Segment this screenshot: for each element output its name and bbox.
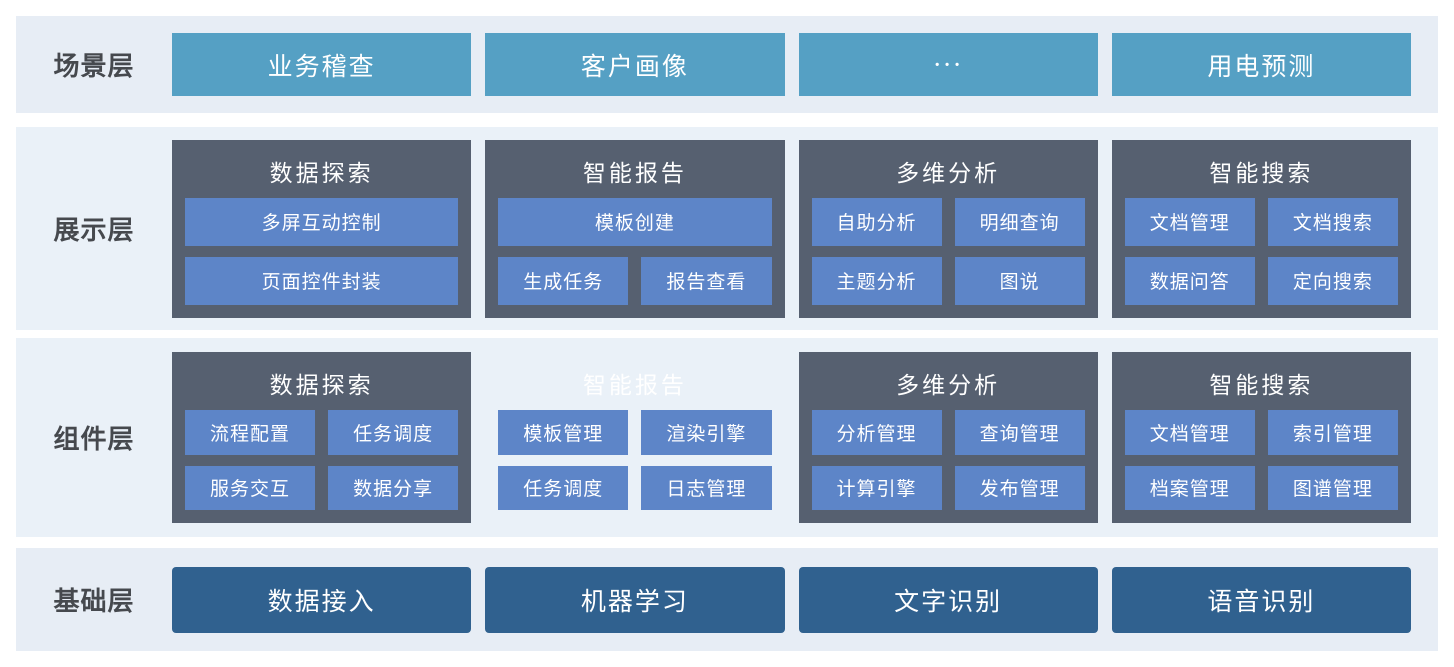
- item-generation-task: 生成任务: [498, 256, 629, 305]
- item-archive-management: 档案管理: [1124, 465, 1255, 510]
- item-detail-query: 明细查询: [954, 197, 1085, 246]
- item-doc-management: 文档管理: [1124, 410, 1255, 455]
- card-title: 多维分析: [896, 160, 1001, 187]
- component-card-smart-search: 智能搜索 文档管理 索引管理 档案管理 图谱管理: [1111, 352, 1411, 523]
- card-items: 模板创建 生成任务 报告查看: [498, 197, 772, 305]
- item-page-widget-packaging: 页面控件封装: [185, 256, 459, 305]
- scenario-layer-band: 场景层 业务稽查 客户画像 ··· 用电预测: [16, 16, 1438, 113]
- card-items: 多屏互动控制 页面控件封装: [185, 197, 459, 305]
- item-query-management: 查询管理: [954, 410, 1085, 455]
- card-title: 数据探索: [269, 373, 374, 399]
- card-title: 智能搜索: [1209, 160, 1314, 187]
- item-self-analysis: 自助分析: [811, 197, 942, 246]
- card-items: 流程配置 任务调度 服务交互 数据分享: [185, 410, 459, 510]
- item-data-sharing: 数据分享: [328, 465, 459, 510]
- scenario-box-ellipsis: ···: [798, 33, 1098, 96]
- item-targeted-search: 定向搜索: [1267, 256, 1398, 305]
- component-layer-label: 组件层: [53, 424, 135, 454]
- item-publish-management: 发布管理: [954, 465, 1085, 510]
- foundation-layer-band: 基础层 数据接入 机器学习 文字识别 语音识别: [16, 548, 1438, 651]
- foundation-box-speech-recognition: 语音识别: [1111, 566, 1411, 633]
- card-title: 数据探索: [269, 160, 374, 187]
- card-items: 自助分析 明细查询 主题分析 图说: [811, 197, 1085, 305]
- scenario-layer-label: 场景层: [53, 51, 135, 81]
- item-compute-engine: 计算引擎: [811, 465, 942, 510]
- item-topic-analysis: 主题分析: [811, 256, 942, 305]
- item-multiscreen-control: 多屏互动控制: [185, 197, 459, 246]
- item-log-management: 日志管理: [641, 465, 772, 510]
- card-title: 智能搜索: [1209, 373, 1314, 399]
- item-index-management: 索引管理: [1267, 410, 1398, 455]
- item-task-scheduling: 任务调度: [498, 465, 629, 510]
- item-task-scheduling: 任务调度: [328, 410, 459, 455]
- foundation-layer-label: 基础层: [53, 586, 135, 616]
- component-layer-band: 组件层 数据探索 流程配置 任务调度 服务交互 数据分享 智能报告 模板管理 渲…: [16, 338, 1438, 537]
- card-items: 分析管理 查询管理 计算引擎 发布管理: [811, 410, 1085, 510]
- component-card-multidim-analysis: 多维分析 分析管理 查询管理 计算引擎 发布管理: [798, 352, 1098, 523]
- scenario-box-business-audit: 业务稽查: [172, 33, 472, 96]
- item-chart-story: 图说: [954, 256, 1085, 305]
- item-template-management: 模板管理: [498, 410, 629, 455]
- item-template-creation: 模板创建: [498, 197, 772, 246]
- card-title: 智能报告: [582, 160, 687, 187]
- component-card-data-exploration: 数据探索 流程配置 任务调度 服务交互 数据分享: [172, 352, 472, 523]
- presentation-layer-band: 展示层 数据探索 多屏互动控制 页面控件封装 智能报告 模板创建 生成任务 报告…: [16, 127, 1438, 330]
- presentation-layer-label: 展示层: [53, 215, 135, 245]
- card-title: 多维分析: [896, 373, 1001, 399]
- card-items: 文档管理 索引管理 档案管理 图谱管理: [1124, 410, 1398, 510]
- presentation-card-smart-report: 智能报告 模板创建 生成任务 报告查看: [485, 139, 785, 318]
- scenario-box-power-forecast: 用电预测: [1111, 33, 1411, 96]
- item-render-engine: 渲染引擎: [641, 410, 772, 455]
- card-title: 智能报告: [582, 373, 687, 399]
- component-card-smart-report: 智能报告 模板管理 渲染引擎 任务调度 日志管理: [485, 352, 784, 523]
- presentation-layer-content: 数据探索 多屏互动控制 页面控件封装 智能报告 模板创建 生成任务 报告查看 多…: [172, 127, 1411, 330]
- component-layer-content: 数据探索 流程配置 任务调度 服务交互 数据分享 智能报告 模板管理 渲染引擎 …: [172, 338, 1411, 537]
- foundation-box-machine-learning: 机器学习: [485, 566, 785, 633]
- card-items: 模板管理 渲染引擎 任务调度 日志管理: [498, 410, 772, 510]
- foundation-layer-content: 数据接入 机器学习 文字识别 语音识别: [172, 548, 1411, 651]
- scenario-box-customer-profile: 客户画像: [485, 33, 785, 96]
- card-items: 文档管理 文档搜索 数据问答 定向搜索: [1124, 197, 1398, 305]
- presentation-card-smart-search: 智能搜索 文档管理 文档搜索 数据问答 定向搜索: [1111, 139, 1411, 318]
- item-report-view: 报告查看: [641, 256, 772, 305]
- presentation-card-data-exploration: 数据探索 多屏互动控制 页面控件封装: [172, 139, 472, 318]
- item-doc-management: 文档管理: [1124, 197, 1255, 246]
- item-analysis-management: 分析管理: [811, 410, 942, 455]
- presentation-card-multidim-analysis: 多维分析 自助分析 明细查询 主题分析 图说: [798, 139, 1098, 318]
- item-process-config: 流程配置: [185, 410, 316, 455]
- foundation-box-data-access: 数据接入: [172, 566, 472, 633]
- item-doc-search: 文档搜索: [1267, 197, 1398, 246]
- scenario-layer-content: 业务稽查 客户画像 ··· 用电预测: [172, 16, 1411, 113]
- item-service-interaction: 服务交互: [185, 465, 316, 510]
- item-graph-management: 图谱管理: [1267, 465, 1398, 510]
- foundation-box-ocr: 文字识别: [798, 566, 1098, 633]
- item-data-qa: 数据问答: [1124, 256, 1255, 305]
